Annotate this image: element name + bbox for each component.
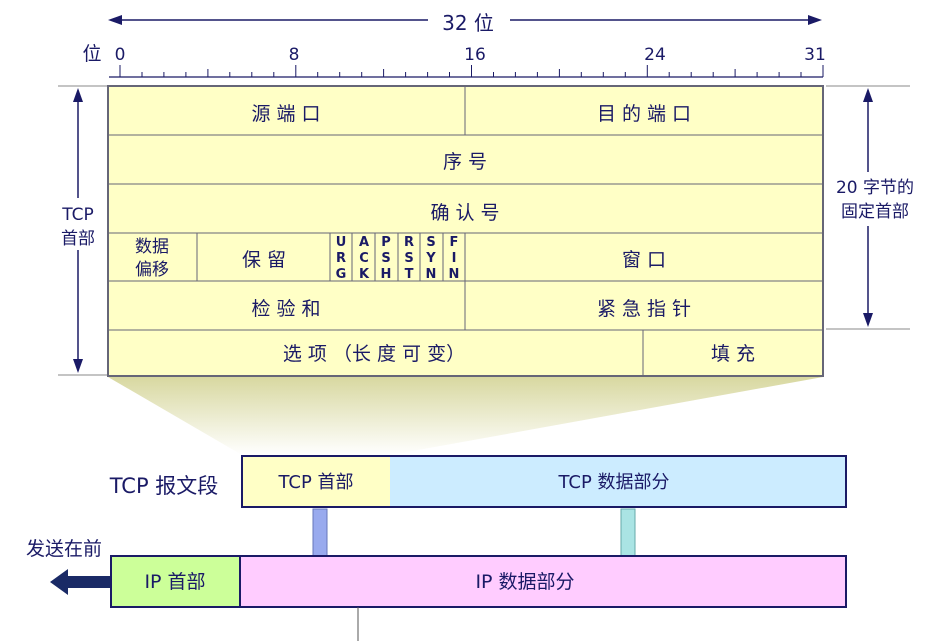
field-checksum: 检 验 和	[251, 298, 320, 320]
flag-fin: F I N	[449, 235, 460, 282]
flag-letter: G	[336, 267, 347, 282]
flag-letter: H	[381, 267, 392, 282]
flag-letter: C	[359, 251, 369, 266]
flag-letter: Y	[425, 251, 436, 266]
flag-letter: K	[359, 267, 370, 282]
flag-letter: S	[404, 251, 413, 266]
field-window: 窗 口	[622, 249, 666, 271]
ruler-tick-label: 31	[804, 45, 826, 65]
flag-letter: U	[336, 235, 347, 250]
ruler-tick-label: 16	[464, 45, 486, 65]
ruler-ticks	[119, 65, 824, 77]
flag-letter: N	[426, 267, 437, 282]
field-data-offset-line2: 偏移	[135, 260, 169, 280]
flag-letter: T	[405, 267, 414, 282]
ip-datagram: 发送在前 IP 首部 IP 数据部分	[26, 538, 847, 641]
arrow-left-icon	[50, 569, 112, 595]
right-label-line2: 固定首部	[841, 202, 909, 222]
field-options: 选 项 （长 度 可 变）	[283, 343, 465, 365]
segment-label: TCP 报文段	[109, 474, 219, 498]
flag-syn: S Y N	[425, 235, 436, 282]
ruler-tick-label: 8	[289, 45, 300, 65]
tcp-segment: TCP 报文段 TCP 首部 TCP 数据部分	[109, 455, 847, 508]
bit-ruler: 32 位 位 0 8 16 24 31	[82, 11, 826, 78]
segment-header: TCP 首部	[277, 472, 353, 493]
left-label-line1: TCP	[61, 205, 94, 225]
flag-letter: I	[452, 251, 457, 266]
ip-data: IP 数据部分	[475, 571, 574, 593]
left-bracket: TCP 首部	[58, 85, 108, 376]
field-destination-port: 目 的 端 口	[597, 103, 691, 125]
left-label-line2: 首部	[61, 229, 95, 249]
ruler-tick-label: 0	[115, 45, 126, 65]
field-padding: 填 充	[711, 343, 755, 365]
ruler-tick-label: 24	[644, 45, 666, 65]
field-reserved: 保 留	[242, 249, 286, 271]
funnel-shade	[108, 377, 823, 455]
field-data-offset-line1: 数据	[135, 237, 169, 257]
flag-letter: A	[359, 235, 369, 250]
ruler-unit-label: 位	[82, 43, 101, 65]
field-ack-number: 确 认 号	[430, 202, 499, 224]
tcp-header-table: 源 端 口 目 的 端 口 序 号 确 认 号 数据 偏移 保 留 U R G …	[107, 85, 824, 377]
flag-letter: F	[450, 235, 459, 250]
field-urgent-pointer: 紧 急 指 针	[597, 298, 691, 320]
flag-letter: R	[336, 251, 346, 266]
flag-letter: R	[404, 235, 414, 250]
flag-letter: P	[381, 235, 391, 250]
flag-psh: P S H	[381, 235, 392, 282]
field-source-port: 源 端 口	[251, 103, 320, 125]
flag-letter: S	[426, 235, 435, 250]
segment-data: TCP 数据部分	[557, 472, 669, 493]
ip-header: IP 首部	[144, 571, 205, 593]
flag-letter: N	[449, 267, 460, 282]
send-first-label: 发送在前	[26, 538, 102, 560]
flag-ack: A C K	[359, 235, 370, 282]
ruler-title: 32 位	[442, 11, 494, 35]
flag-letter: S	[381, 251, 390, 266]
right-bracket: 20 字节的 固定首部	[826, 85, 914, 330]
flag-urg: U R G	[336, 235, 347, 282]
right-label-line1: 20 字节的	[836, 178, 914, 198]
field-sequence-number: 序 号	[443, 151, 487, 173]
flag-rst: R S T	[404, 235, 414, 282]
